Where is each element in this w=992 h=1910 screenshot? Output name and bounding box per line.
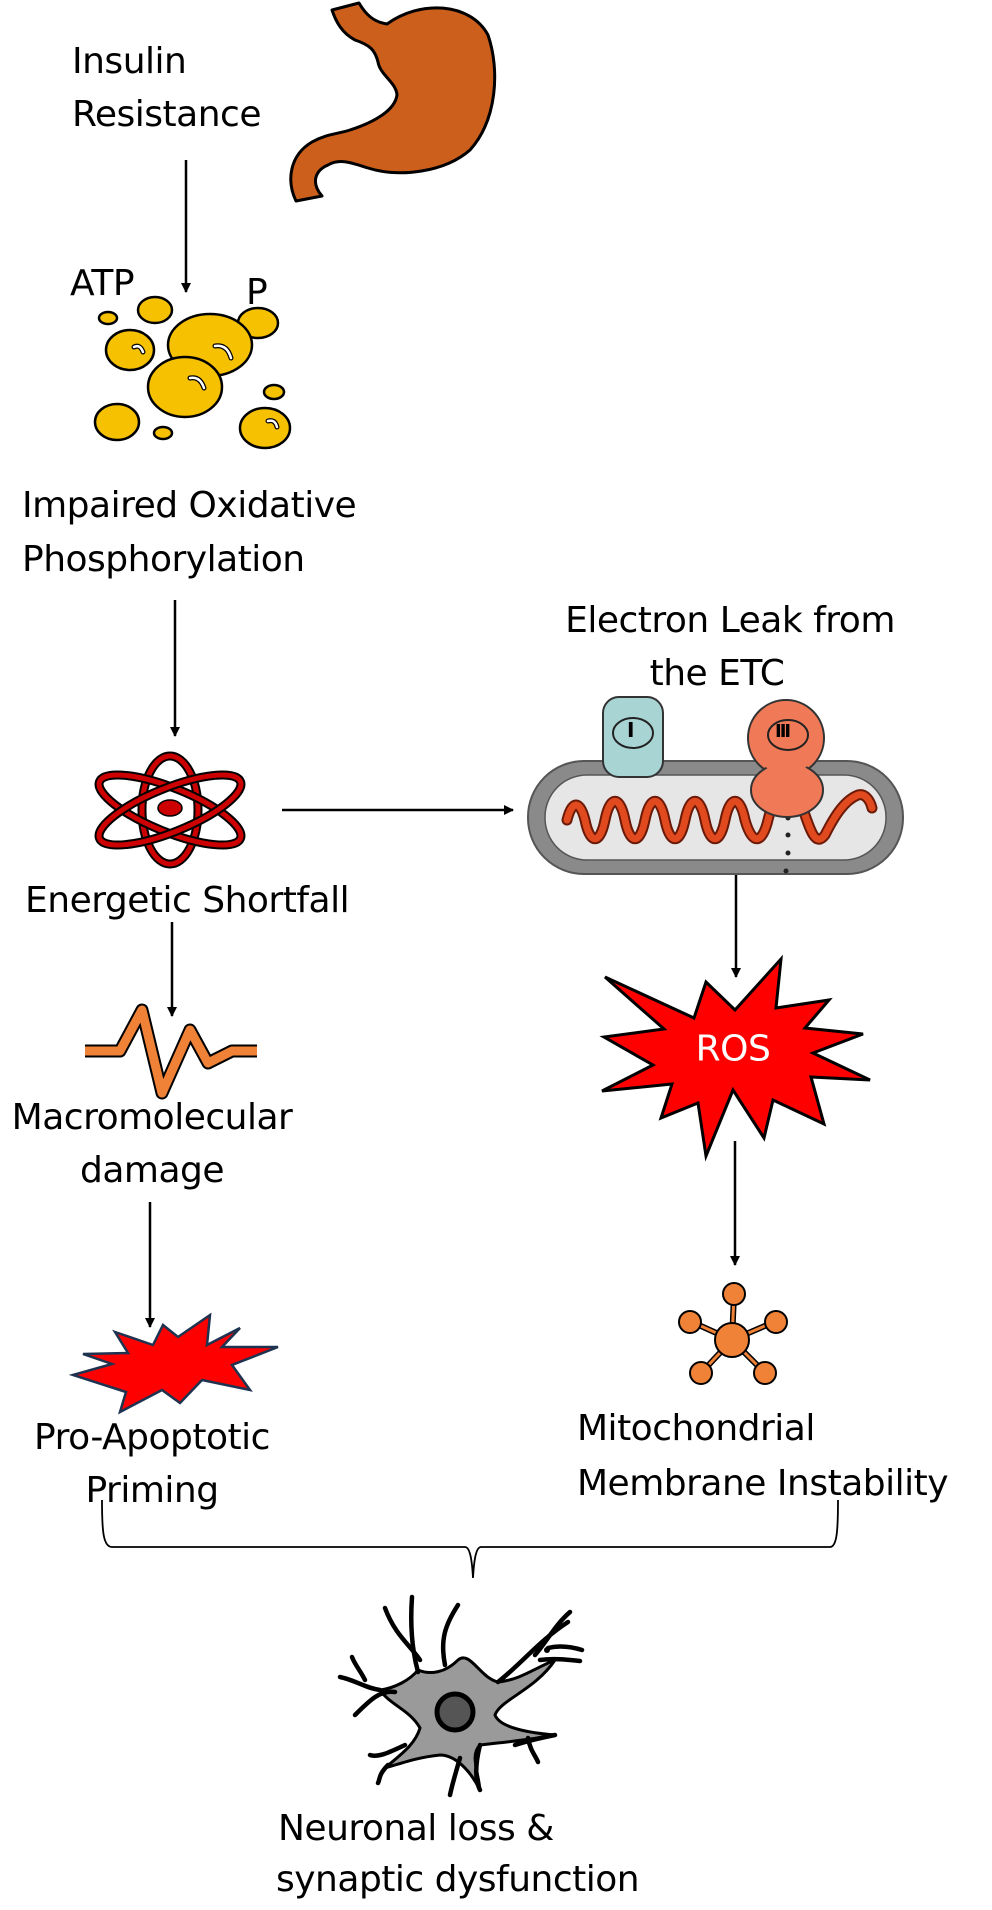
atom-icon [94, 751, 246, 869]
atp-label: ATP [70, 263, 135, 304]
electron-leak-label-line2: the ETC [649, 653, 785, 694]
macromolecular-damage-label-line2: damage [79, 1150, 225, 1191]
grouping-brace [101, 1499, 839, 1579]
neuron-icon [337, 1594, 585, 1798]
apoptotic-burst-icon [68, 1312, 279, 1415]
molecule-icon [678, 1282, 788, 1385]
membrane-instability-label-line2: Membrane Instability [577, 1463, 949, 1504]
zigzag-icon [85, 1003, 257, 1100]
ros-burst-icon [599, 954, 871, 1162]
complex-iii-label: III [775, 721, 791, 742]
impaired-oxphos-label-line2: Phosphorylation [22, 539, 305, 580]
mitochondrion-icon [527, 696, 904, 875]
neuronal-loss-label-line2: synaptic dysfunction [276, 1859, 640, 1900]
pro-apoptotic-label-line1: Pro-Apoptotic [34, 1417, 270, 1458]
macromolecular-damage-label-line1: Macromolecular [11, 1097, 293, 1138]
pro-apoptotic-label-line2: Priming [85, 1470, 219, 1511]
insulin-resistance-label-line1: Insulin [72, 41, 187, 82]
neuronal-loss-label-line1: Neuronal loss & [278, 1808, 554, 1849]
complex-i-label: I [627, 718, 634, 742]
insulin-resistance-label-line2: Resistance [72, 94, 262, 135]
complex-i-icon [602, 696, 664, 778]
complex-iii-icon [747, 699, 825, 818]
membrane-instability-label-line1: Mitochondrial [577, 1408, 815, 1449]
energetic-shortfall-label: Energetic Shortfall [25, 880, 350, 921]
impaired-oxphos-label-line1: Impaired Oxidative [22, 485, 357, 526]
atp-bubbles-icon [93, 295, 292, 450]
phosphate-label: P [246, 272, 268, 313]
stomach-icon [289, 1, 497, 203]
electron-leak-label-line1: Electron Leak from [565, 600, 895, 641]
ros-label: ROS [695, 1028, 771, 1070]
